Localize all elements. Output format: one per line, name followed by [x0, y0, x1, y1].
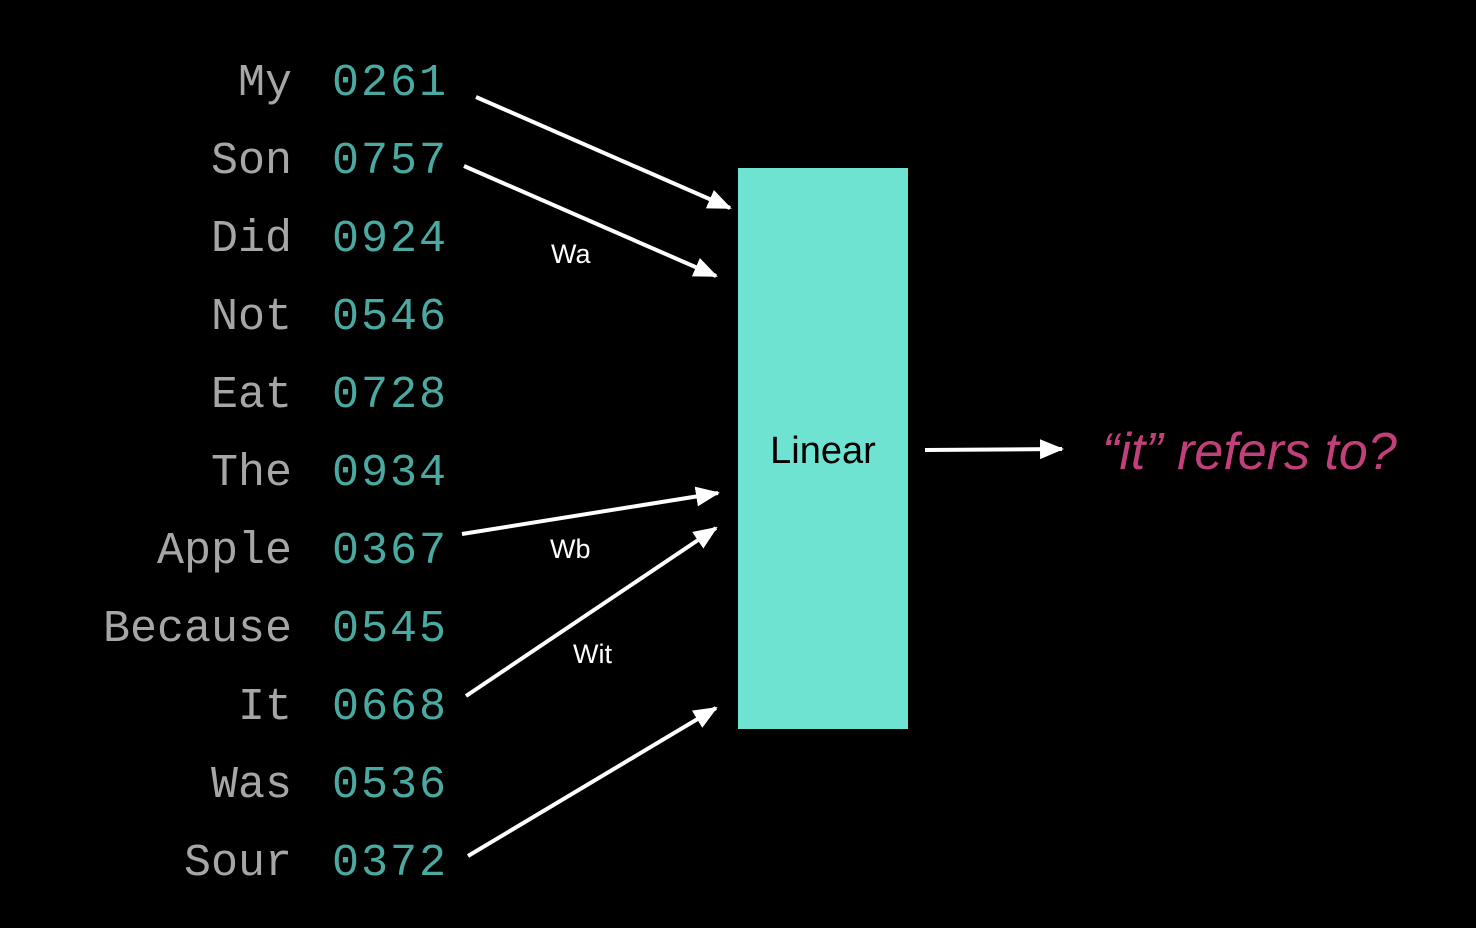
token-id: 0934 — [332, 448, 448, 499]
weight-label-wa: Wa — [551, 239, 591, 269]
token-word: Apple — [157, 526, 292, 577]
token-word: Because — [103, 604, 292, 655]
token-word: It — [238, 682, 292, 733]
token-id: 0728 — [332, 370, 448, 421]
token-id: 0372 — [332, 838, 448, 889]
arrow-icon — [924, 439, 1064, 460]
token-id: 0536 — [332, 760, 448, 811]
token-id: 0757 — [332, 136, 448, 187]
token-word: Was — [211, 760, 292, 811]
token-id: 0545 — [332, 604, 448, 655]
output-question: “it” refers to? — [1102, 423, 1397, 481]
arrow-icon — [461, 486, 720, 536]
token-word: Not — [211, 292, 292, 343]
token-word: My — [238, 58, 292, 109]
token-id: 0924 — [332, 214, 448, 265]
linear-block — [738, 168, 908, 729]
linear-block-label: Linear — [770, 430, 876, 472]
token-ids: 0261 0757 0924 0546 0728 0934 0367 0545 … — [332, 58, 448, 889]
arrow-icon — [475, 95, 732, 210]
weight-label-wb: Wb — [550, 534, 591, 564]
token-id: 0546 — [332, 292, 448, 343]
input-arrows — [461, 95, 732, 858]
token-id: 0367 — [332, 526, 448, 577]
arrow-icon — [463, 164, 718, 278]
token-id: 0668 — [332, 682, 448, 733]
token-words: My Son Did Not Eat The Apple Because It … — [103, 58, 292, 889]
token-word: Did — [211, 214, 292, 265]
token-word: Sour — [184, 838, 292, 889]
weight-labels: Wa Wb Wit — [550, 239, 612, 669]
token-word: Eat — [211, 370, 292, 421]
token-word: Son — [211, 136, 292, 187]
token-word: The — [211, 448, 292, 499]
arrow-icon — [466, 706, 718, 858]
arrow-icon — [464, 526, 718, 698]
weight-label-wit: Wit — [573, 639, 612, 669]
token-id: 0261 — [332, 58, 448, 109]
